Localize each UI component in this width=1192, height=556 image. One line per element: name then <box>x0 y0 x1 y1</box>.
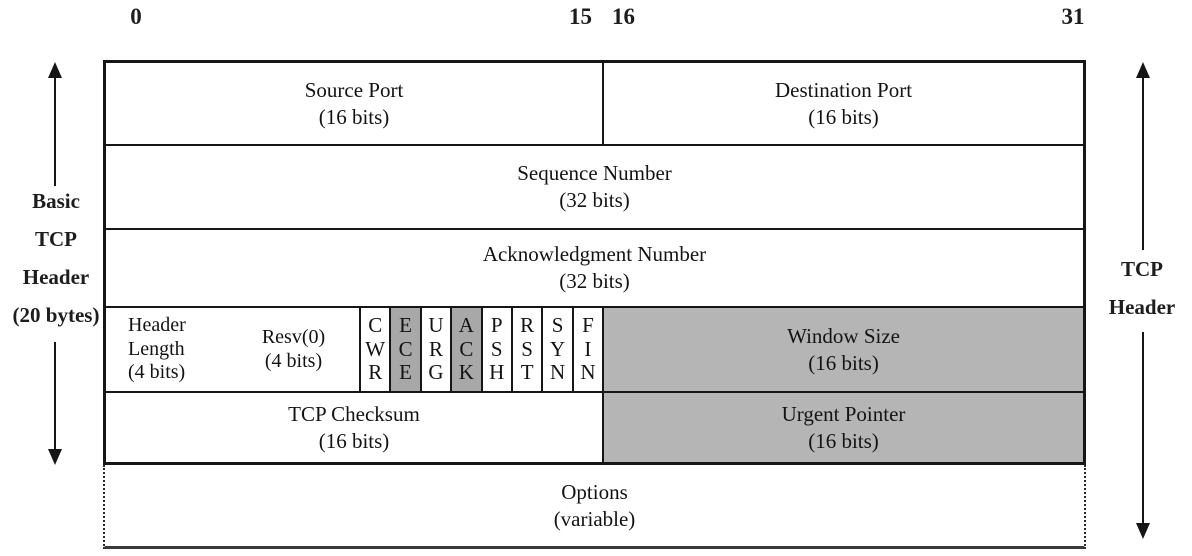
field-title: Sequence Number <box>517 161 672 186</box>
flag-letter: Y <box>549 336 566 361</box>
right-arrow-lower-line <box>1142 332 1144 524</box>
bit-label-15: 15 <box>569 4 592 29</box>
flag-letter: W <box>365 336 386 361</box>
field-size: (variable) <box>553 506 636 531</box>
flag-letter: N <box>580 360 596 385</box>
flag-letter: C <box>368 313 383 338</box>
field-size: (32 bits) <box>559 269 630 293</box>
flag-letter: R <box>520 313 535 338</box>
row-sequence-number: Sequence Number (32 bits) <box>106 144 1083 228</box>
bit-label-31: 31 <box>1061 4 1085 29</box>
left-arrow-up-icon <box>48 62 62 78</box>
flag-cell-fin: F I N <box>571 308 603 391</box>
tcp-header-label-line: TCP <box>1121 257 1163 281</box>
field-title: Resv(0) <box>261 325 326 348</box>
field-title: TCP Checksum <box>288 401 420 426</box>
basic-tcp-header-label-line: Basic <box>32 189 80 213</box>
right-arrow-up-icon <box>1136 62 1150 78</box>
field-title: Options <box>561 479 628 504</box>
field-title: Length <box>128 337 185 360</box>
flag-letter: E <box>399 313 412 338</box>
tcp-header-label: TCP Header <box>1092 250 1192 326</box>
left-arrow-lower-line <box>54 342 56 450</box>
field-sequence-number: Sequence Number (32 bits) <box>106 146 1083 228</box>
right-arrow-upper-line <box>1142 76 1144 250</box>
flag-letter: T <box>520 360 534 385</box>
row-checksum-urgent: TCP Checksum (16 bits) Urgent Pointer (1… <box>106 391 1083 462</box>
flag-letter: R <box>368 360 383 385</box>
flag-letter: S <box>521 336 533 361</box>
flag-letter: E <box>399 360 412 385</box>
field-reserved: Resv(0) (4 bits) <box>236 326 359 373</box>
basic-tcp-header-label-line: TCP <box>35 227 77 251</box>
flag-letter: A <box>458 313 474 338</box>
flag-cell-ece: E C E <box>389 308 420 391</box>
field-header-length: Header Length (4 bits) <box>128 314 236 385</box>
field-title: Acknowledgment Number <box>482 242 707 267</box>
flag-cell-syn: S Y N <box>541 308 572 391</box>
flag-letter: S <box>490 336 503 361</box>
row-acknowledgment-number: Acknowledgment Number (32 bits) <box>106 228 1083 306</box>
field-destination-port: Destination Port (16 bits) <box>602 63 1083 144</box>
field-size: (32 bits) <box>559 188 630 212</box>
field-size: (16 bits) <box>808 350 879 375</box>
left-arrow-upper-line <box>54 76 56 186</box>
field-header-length-and-reserved: Header Length (4 bits) Resv(0) (4 bits) <box>106 308 359 391</box>
field-size: (4 bits) <box>128 361 186 384</box>
flag-letter: I <box>584 336 592 361</box>
field-window-size: Window Size (16 bits) <box>602 308 1083 391</box>
flag-cell-urg: U R G <box>419 308 451 391</box>
field-size: (16 bits) <box>318 104 390 129</box>
field-source-port: Source Port (16 bits) <box>106 63 602 144</box>
field-size: (16 bits) <box>808 428 879 453</box>
flag-cell-rst: R S T <box>510 308 542 391</box>
left-arrow-down-icon <box>48 449 62 465</box>
basic-tcp-header-label: Basic TCP Header (20 bytes) <box>0 182 112 334</box>
row-flags: Header Length (4 bits) Resv(0) (4 bits) … <box>106 306 1083 391</box>
field-size: (4 bits) <box>264 349 323 372</box>
field-tcp-checksum: TCP Checksum (16 bits) <box>106 393 602 462</box>
basic-tcp-header-label-line: (20 bytes) <box>12 303 100 327</box>
field-size: (16 bits) <box>318 428 390 453</box>
tcp-header-label-line: Header <box>1108 295 1176 319</box>
flag-letter: N <box>549 360 566 385</box>
flag-letter: R <box>428 336 443 361</box>
bit-label-0: 0 <box>130 4 142 29</box>
field-urgent-pointer: Urgent Pointer (16 bits) <box>602 393 1083 462</box>
flag-cell-psh: P S H <box>480 308 511 391</box>
tcp-header-grid: Source Port (16 bits) Destination Port (… <box>103 60 1086 465</box>
flag-letter: C <box>459 336 474 361</box>
flag-cell-ack: A C K <box>450 308 481 391</box>
flag-letter: G <box>428 360 444 385</box>
field-options: Options (variable) <box>103 465 1086 549</box>
flag-letter: K <box>458 360 474 385</box>
flag-letter: F <box>582 313 594 338</box>
field-size: (16 bits) <box>808 104 879 129</box>
basic-tcp-header-label-line: Header <box>22 265 90 289</box>
row-ports: Source Port (16 bits) Destination Port (… <box>106 63 1083 144</box>
right-arrow-down-icon <box>1136 523 1150 539</box>
field-title: Header <box>128 314 186 337</box>
flag-letter: H <box>489 360 505 385</box>
field-title: Destination Port <box>774 77 913 102</box>
flag-letter: S <box>551 313 564 338</box>
flag-letter: C <box>398 336 413 361</box>
field-title: Window Size <box>787 323 900 348</box>
flag-letter: U <box>428 313 444 338</box>
field-acknowledgment-number: Acknowledgment Number (32 bits) <box>106 230 1083 306</box>
flag-cell-cwr: C W R <box>359 308 390 391</box>
field-title: Urgent Pointer <box>781 401 906 426</box>
flag-letter: P <box>490 313 503 338</box>
field-title: Source Port <box>304 77 404 102</box>
bit-label-16: 16 <box>612 4 635 29</box>
